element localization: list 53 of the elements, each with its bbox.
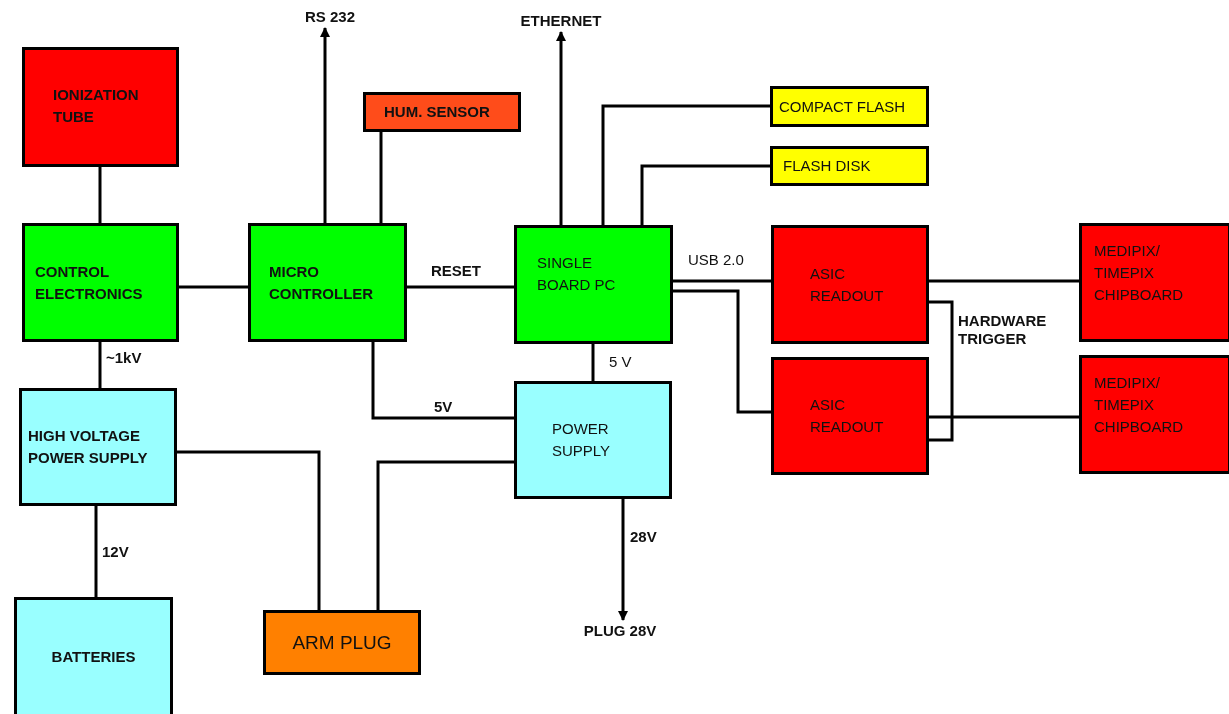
connector-line bbox=[673, 289, 771, 414]
connector-line bbox=[591, 344, 595, 381]
block-box bbox=[263, 610, 421, 675]
block-box bbox=[14, 597, 173, 714]
block-label: ASIC READOUT bbox=[810, 263, 885, 306]
connector-line bbox=[601, 104, 770, 225]
block-box bbox=[770, 86, 929, 127]
connector-line bbox=[371, 342, 514, 420]
block-box bbox=[22, 223, 179, 342]
block-label: CONTROL ELECTRONICS bbox=[35, 261, 144, 304]
connector-line bbox=[640, 164, 770, 225]
block-box bbox=[248, 223, 407, 342]
block-label: SINGLE BOARD PC bbox=[537, 253, 617, 295]
block-box bbox=[770, 146, 929, 186]
block-label: MEDIPIX/ TIMEPIX CHIPBOARD bbox=[1094, 241, 1185, 305]
signal-label: ETHERNET bbox=[520, 11, 602, 32]
connector-line bbox=[929, 300, 954, 442]
block-box bbox=[19, 388, 177, 506]
block-label: ASIC READOUT bbox=[810, 395, 885, 437]
block-label: MEDIPIX/ TIMEPIX CHIPBOARD bbox=[1094, 373, 1185, 437]
block-box bbox=[22, 47, 179, 167]
block-box bbox=[771, 357, 929, 475]
block-label: HIGH VOLTAGE POWER SUPPLY bbox=[28, 426, 149, 468]
connector-line bbox=[177, 450, 321, 610]
block-box bbox=[1079, 355, 1229, 474]
connector-line bbox=[407, 285, 514, 289]
block-box bbox=[1079, 223, 1229, 342]
block-label: BATTERIES bbox=[51, 647, 136, 668]
block-label: ARM PLUG bbox=[292, 630, 392, 655]
connector-line bbox=[376, 460, 514, 610]
connector-line bbox=[379, 132, 383, 223]
connector-line bbox=[94, 506, 98, 597]
connector-line bbox=[673, 279, 771, 283]
connector-line bbox=[929, 415, 1079, 419]
block-label: MICRO CONTROLLER bbox=[269, 261, 375, 304]
arrow bbox=[618, 499, 628, 621]
block-box bbox=[514, 225, 673, 344]
block-label: COMPACT FLASH bbox=[779, 96, 906, 117]
connector-line bbox=[98, 167, 102, 223]
signal-label: RS 232 bbox=[304, 7, 355, 28]
signal-label: PLUG 28V bbox=[583, 621, 657, 642]
block-label: HUM. SENSOR bbox=[384, 102, 490, 123]
connector-line bbox=[179, 285, 248, 289]
arrow bbox=[320, 27, 330, 223]
connector-line bbox=[929, 279, 1079, 283]
block-label: IONIZATION TUBE bbox=[53, 85, 140, 127]
block-box bbox=[514, 381, 672, 499]
arrow bbox=[556, 31, 566, 225]
block-label: POWER SUPPLY bbox=[552, 419, 612, 461]
block-label: FLASH DISK bbox=[783, 156, 871, 177]
connector-line bbox=[98, 342, 102, 388]
block-box bbox=[363, 92, 521, 132]
block-box bbox=[771, 225, 929, 344]
